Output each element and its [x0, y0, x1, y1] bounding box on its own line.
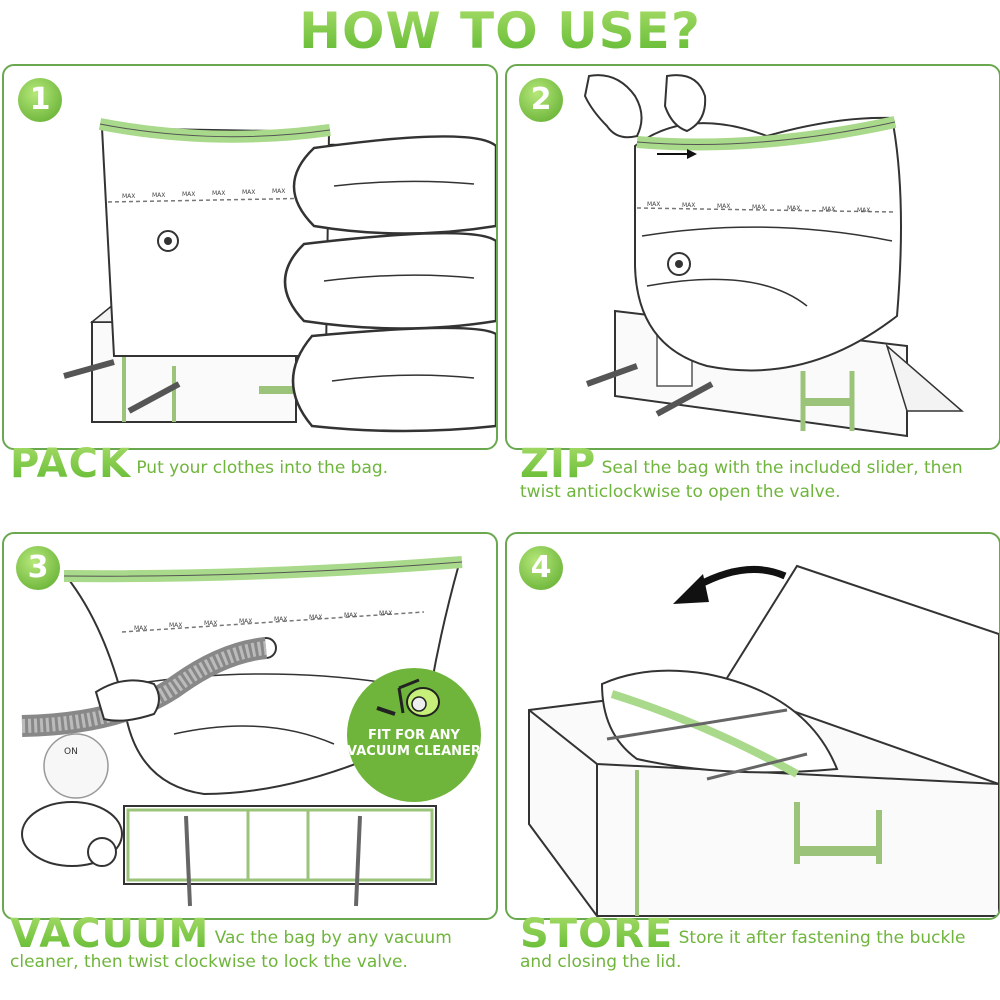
max-line-label: MAX — [122, 193, 135, 200]
step-1-caption: PACK Put your clothes into the bag. — [10, 444, 490, 484]
step-4-heading: STORE — [520, 911, 674, 957]
arrow-right-icon — [657, 149, 697, 159]
max-line-label: MAX — [152, 192, 165, 199]
step-3-heading: VACUUM — [10, 911, 210, 957]
max-line-label: MAX — [647, 201, 660, 208]
hand-icon — [583, 74, 707, 139]
step-4-illustration — [528, 564, 999, 917]
max-line-label: MAX — [822, 206, 835, 213]
step-3-badge: 3 — [16, 546, 60, 590]
max-line-label: MAX — [272, 188, 285, 195]
page-title: HOW TO USE? — [0, 2, 1000, 60]
step-4-panel: 4 — [505, 532, 1000, 920]
max-line-label: MAX — [752, 204, 765, 211]
vacuum-badge-text: FIT FOR ANY VACUUM CLEANER — [347, 728, 481, 759]
step-2-illustration: MAX MAX MAX MAX MAX MAX MAX — [583, 74, 965, 438]
step-3-caption: VACUUM Vac the bag by any vacuum cleaner… — [10, 914, 490, 974]
step-4-badge: 4 — [519, 546, 563, 590]
valve-icon — [157, 230, 179, 252]
valve-on-label: ON — [64, 747, 78, 757]
max-line-label: MAX — [134, 625, 147, 632]
max-line-label: MAX — [682, 202, 695, 209]
max-line-label: MAX — [169, 622, 182, 629]
step-1-illustration: MAX MAX MAX MAX MAX MAX — [63, 118, 496, 433]
vacuum-badge: FIT FOR ANY VACUUM CLEANER — [347, 668, 481, 802]
max-line-label: MAX — [182, 191, 195, 198]
max-line-label: MAX — [857, 207, 870, 214]
valve-icon — [667, 252, 691, 276]
max-line-label: MAX — [204, 620, 217, 627]
step-1-heading: PACK — [10, 441, 131, 487]
step-1-text: Put your clothes into the bag. — [136, 458, 389, 478]
max-line-label: MAX — [309, 614, 322, 621]
max-line-label: MAX — [242, 189, 255, 196]
max-line-label: MAX — [344, 612, 357, 619]
step-2-panel: 2 MAX MAX MAX MAX MAX MAX MAX — [505, 64, 1000, 450]
step-3-text: Vac the bag by any vacuum cleaner, then … — [10, 928, 452, 972]
max-line-label: MAX — [379, 610, 392, 617]
step-4-text: Store it after fastening the buckle and … — [520, 928, 966, 972]
hand-icon — [94, 679, 160, 722]
arrow-left-icon — [673, 565, 787, 604]
step-4-caption: STORE Store it after fastening the buckl… — [520, 914, 998, 974]
step-1-panel: 1 MAX MAX MAX MAX MAX MAX — [2, 64, 498, 450]
step-1-badge: 1 — [18, 78, 62, 122]
max-line-label: MAX — [717, 203, 730, 210]
max-line-label: MAX — [212, 190, 225, 197]
step-2-text: Seal the bag with the included slider, t… — [520, 458, 963, 502]
max-line-label: MAX — [787, 205, 800, 212]
vacuum-cleaner-icon — [376, 678, 440, 717]
max-line-label: MAX — [274, 616, 287, 623]
max-line-label: MAX — [239, 618, 252, 625]
step-2-heading: ZIP — [520, 441, 597, 487]
step-2-caption: ZIP Seal the bag with the included slide… — [520, 444, 998, 504]
step-2-badge: 2 — [519, 78, 563, 122]
